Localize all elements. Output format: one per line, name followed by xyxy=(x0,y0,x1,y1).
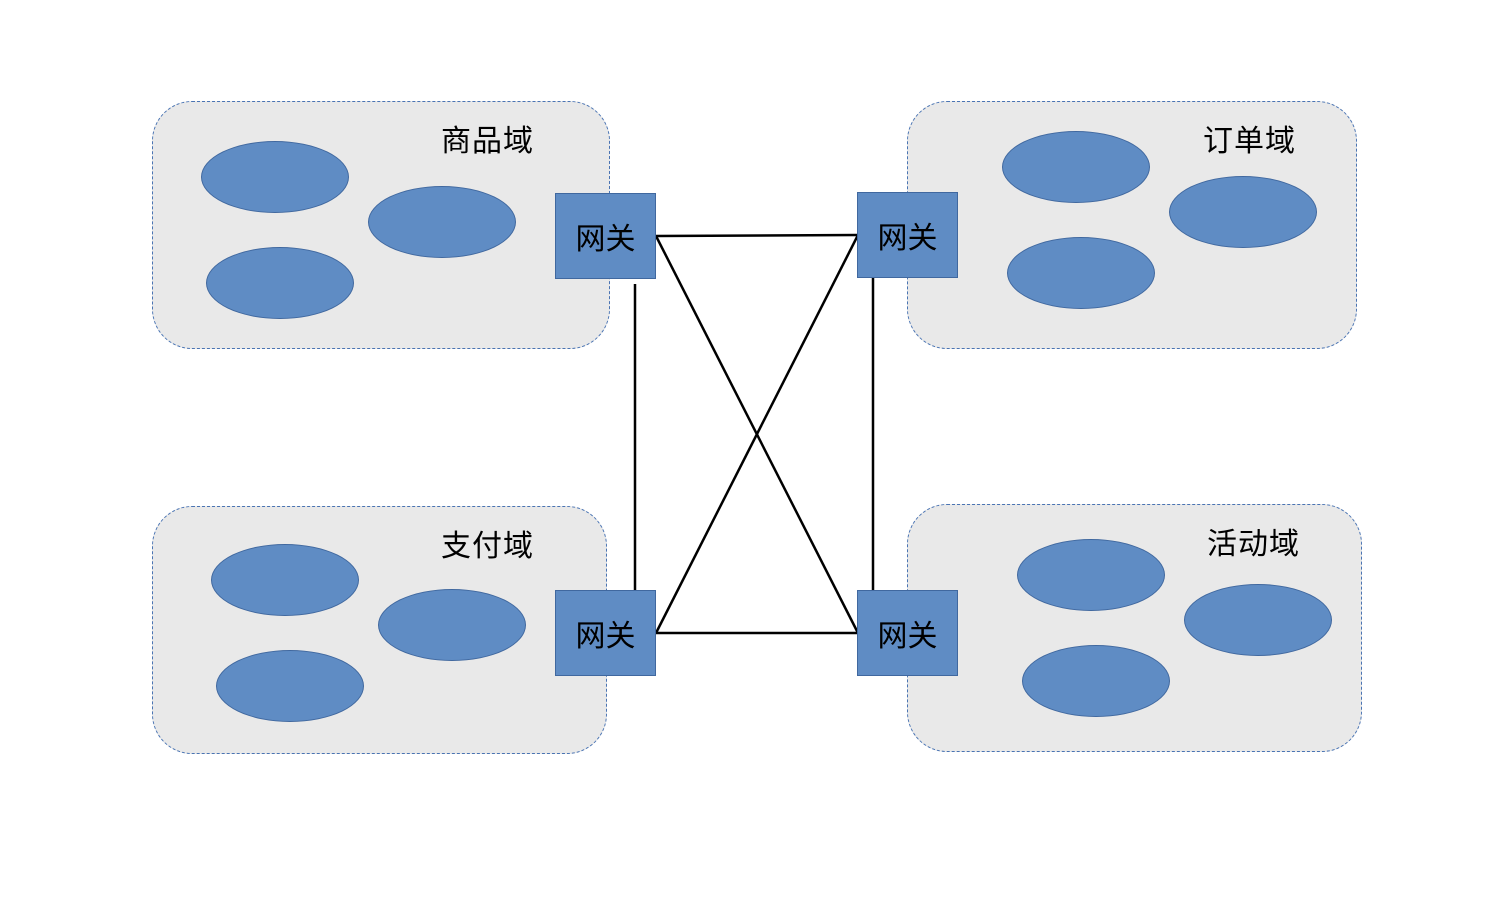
service-node xyxy=(201,141,349,213)
gateway-payment: 网关 xyxy=(555,590,656,676)
gateway-activity: 网关 xyxy=(857,590,958,676)
link-order-payment xyxy=(654,234,860,634)
domain-product-title: 商品域 xyxy=(441,124,534,159)
service-node xyxy=(368,186,516,258)
service-node xyxy=(211,544,359,616)
domain-order-title: 订单域 xyxy=(1203,124,1296,159)
service-node xyxy=(1007,237,1155,309)
gateway-product: 网关 xyxy=(555,193,656,279)
service-node xyxy=(1169,176,1317,248)
domain-activity-title: 活动域 xyxy=(1207,527,1300,562)
service-node xyxy=(1184,584,1332,656)
gateway-order: 网关 xyxy=(857,192,958,278)
service-node xyxy=(1002,131,1150,203)
link-product-order xyxy=(655,233,859,238)
service-node xyxy=(206,247,354,319)
domain-payment-title: 支付域 xyxy=(441,529,534,564)
service-node xyxy=(378,589,526,661)
service-node xyxy=(1017,539,1165,611)
service-node xyxy=(1022,645,1170,717)
service-node xyxy=(216,650,364,722)
